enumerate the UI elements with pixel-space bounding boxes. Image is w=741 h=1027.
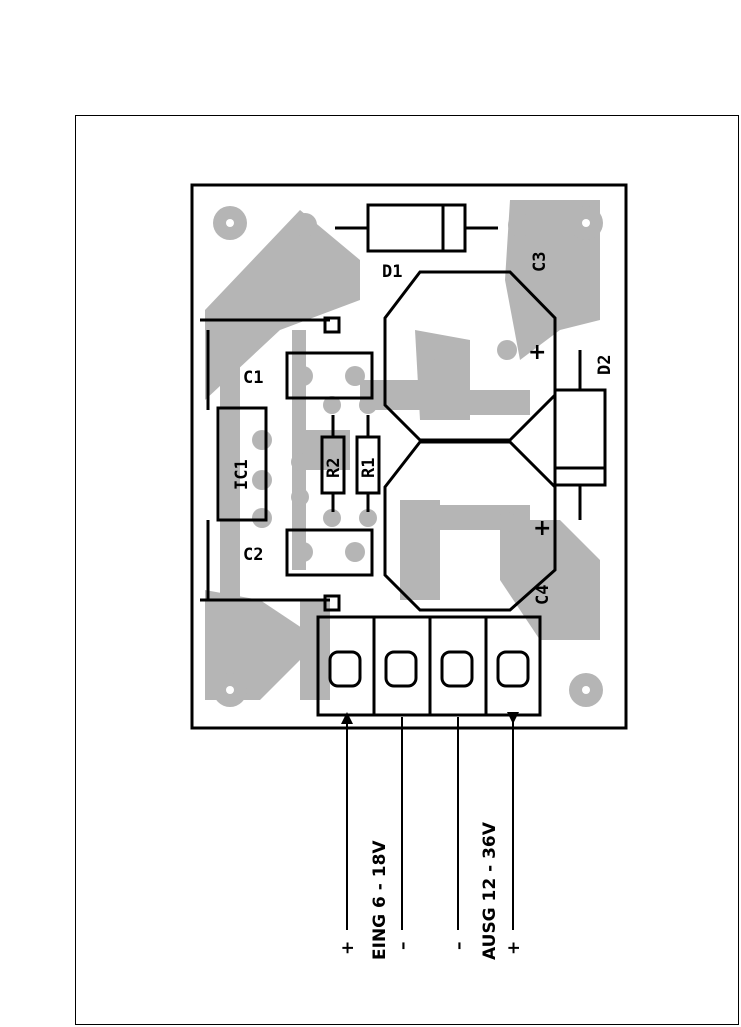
terminal-screw-1: [328, 650, 362, 688]
label-c4: C4: [533, 585, 553, 605]
solder-pad: [359, 509, 377, 527]
arrow-input-icon: [341, 712, 353, 724]
c1-body: [285, 351, 374, 400]
copper-traces: [205, 200, 600, 700]
solder-pad: [345, 542, 365, 562]
label-c2: C2: [243, 545, 263, 565]
solder-pad: [293, 213, 317, 237]
solder-pad: [508, 213, 532, 237]
label-ic1: IC1: [232, 459, 252, 490]
solder-pad: [293, 366, 313, 386]
solder-pad: [497, 340, 517, 360]
mounting-pads: [213, 206, 603, 707]
bridge-wire-top: [200, 318, 330, 410]
output-plus-sign: +: [504, 941, 524, 955]
solder-pads: [252, 213, 532, 562]
output-minus-sign: –: [449, 942, 469, 951]
terminal-screw-3: [440, 650, 474, 688]
label-r2: R2: [324, 458, 344, 478]
label-c1: C1: [243, 368, 263, 388]
solder-pad: [423, 340, 443, 360]
label-c3: C3: [530, 252, 550, 272]
solder-pad: [252, 430, 272, 450]
mounting-hole: [582, 686, 590, 694]
arrow-output-icon: [507, 712, 519, 724]
solder-pad: [252, 508, 272, 528]
solder-pad: [345, 366, 365, 386]
mounting-hole: [226, 219, 234, 227]
solder-pad: [291, 453, 309, 471]
diagram-frame: [75, 115, 739, 1025]
input-minus-sign: –: [393, 942, 413, 951]
c4-plus-sign: +: [533, 516, 551, 541]
solder-pad: [497, 512, 517, 532]
input-plus-sign: +: [338, 941, 358, 955]
mounting-hole: [582, 219, 590, 227]
terminal-screw-4: [496, 650, 530, 688]
d1-body: [366, 203, 467, 253]
c3-plus-sign: +: [528, 340, 546, 365]
input-voltage-label: EING 6 - 18V: [370, 840, 390, 960]
terminal-screw-2: [384, 650, 418, 688]
solder-pad: [420, 510, 440, 530]
jumper-pad-bottom: [323, 594, 341, 612]
mounting-hole: [226, 686, 234, 694]
jumper-pad-top: [323, 316, 341, 334]
c3-outline: [383, 270, 557, 442]
output-voltage-label: AUSG 12 - 36V: [480, 821, 500, 960]
c4-outline: [383, 440, 557, 612]
solder-pad: [252, 470, 272, 490]
solder-pad: [293, 542, 313, 562]
label-r1: R1: [359, 458, 379, 478]
label-d1: D1: [382, 262, 402, 282]
c2-body: [285, 528, 374, 577]
terminal-divider: [372, 617, 488, 715]
solder-pad: [323, 509, 341, 527]
solder-pad: [291, 488, 309, 506]
solder-pad: [323, 396, 341, 414]
label-d2: D2: [595, 355, 615, 375]
solder-pad: [359, 396, 377, 414]
bridge-wire-bottom: [200, 520, 330, 602]
